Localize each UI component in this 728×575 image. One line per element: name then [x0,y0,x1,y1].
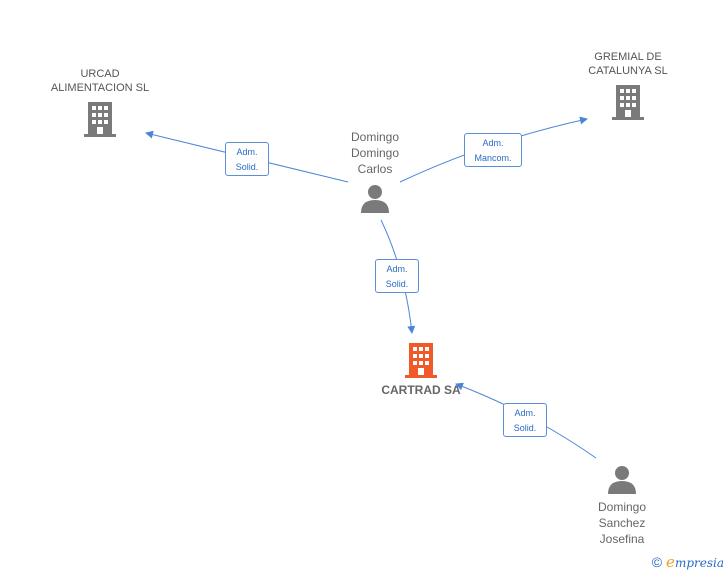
node-gremial[interactable]: GREMIAL DE CATALUNYA SL [568,50,688,125]
node-cartrad[interactable]: CARTRAD SA [361,342,481,397]
edge-badge-to-gremial[interactable]: Adm. Mancom. [464,133,522,167]
footer-brand: © empresia [652,553,724,571]
node-gremial-label: GREMIAL DE CATALUNYA SL [588,51,668,77]
node-domingo-carlos-label: Domingo Domingo Carlos [350,130,400,176]
brand-initial: e [666,553,675,571]
node-urcad[interactable]: URCAD ALIMENTACION SL [40,67,160,142]
empresia-logo[interactable]: empresia [666,553,724,571]
node-domingo-carlos[interactable]: Domingo Domingo Carlos [325,129,425,218]
node-cartrad-label: CARTRAD SA [381,383,461,397]
edge-badge-to-cartrad[interactable]: Adm. Solid. [375,259,419,293]
node-domingo-josefina-label: Domingo Sanchez Josefina [597,500,647,546]
node-urcad-label: URCAD ALIMENTACION SL [50,68,150,94]
building-icon [84,102,116,137]
person-icon [361,185,389,213]
person-icon [608,466,636,494]
brand-rest: mpresia [674,556,724,570]
building-icon [612,85,644,120]
building-icon [405,343,437,378]
node-domingo-josefina[interactable]: Domingo Sanchez Josefina [572,464,672,547]
edge-badge-to-urcad[interactable]: Adm. Solid. [225,142,269,176]
copyright-symbol: © [651,554,663,570]
edge-badge-josefina-to-cartrad[interactable]: Adm. Solid. [503,403,547,437]
